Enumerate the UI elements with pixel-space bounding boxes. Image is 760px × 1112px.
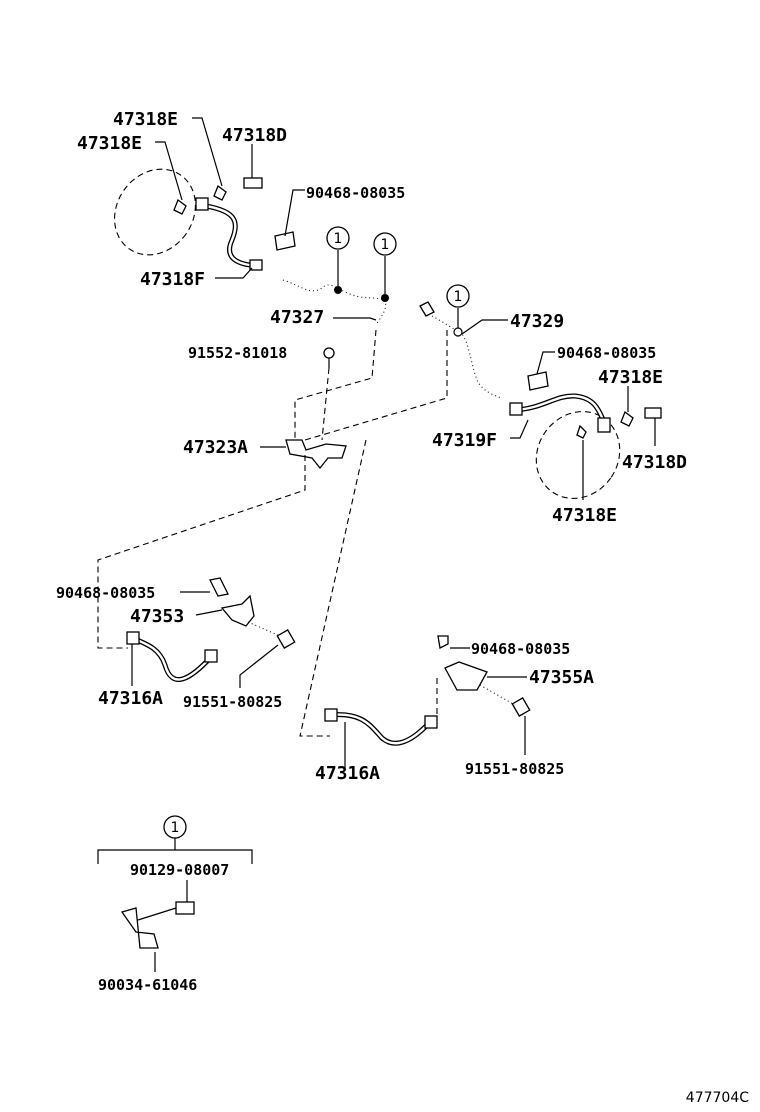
label-47318e-a: 47318E	[113, 109, 178, 130]
svg-text:1: 1	[381, 237, 390, 253]
hose-47319f	[512, 393, 609, 429]
clip-47318e-d	[576, 424, 587, 439]
label-47318d-a: 47318D	[222, 125, 287, 146]
left-front-brake-assembly	[114, 117, 305, 279]
fitting-left-b	[249, 259, 263, 271]
label-91551-b: 91551-80825	[465, 760, 564, 778]
label-47318d-b: 47318D	[622, 452, 687, 473]
clip-90468-right	[527, 371, 549, 391]
bolt-47318d	[243, 177, 263, 189]
label-47318e-d: 47318E	[552, 505, 617, 526]
clip-47318e-a	[173, 198, 187, 215]
bracket-47323a	[97, 439, 367, 737]
label-90034: 90034-61046	[98, 976, 197, 994]
bolt-91552	[323, 347, 335, 359]
brake-disc-outline-left	[114, 168, 196, 256]
bolt-90129	[175, 901, 195, 915]
bracket-47353	[220, 594, 255, 627]
callout-circle-1d: 1	[163, 815, 187, 839]
label-47323a: 47323A	[183, 437, 248, 458]
clip-90468-mid-right	[437, 635, 449, 649]
label-47316a-b: 47316A	[315, 763, 380, 784]
reference-code: 477704C	[686, 1090, 749, 1106]
svg-text:1: 1	[454, 289, 463, 305]
clip-47318e-c	[620, 410, 634, 427]
label-47318e-b: 47318E	[77, 133, 142, 154]
clip-90468-mid-left	[209, 577, 229, 597]
sensor-wire-assembly	[282, 250, 508, 441]
wire-clamp-b	[381, 294, 389, 302]
right-front-brake-assembly	[509, 351, 662, 500]
bolt-91551-right	[511, 697, 531, 717]
clip-90468-top	[274, 231, 296, 251]
callout-circle-1b: 1	[373, 232, 397, 256]
label-47316a-a: 47316A	[98, 688, 163, 709]
svg-text:1: 1	[171, 820, 180, 836]
label-91552: 91552-81018	[188, 344, 287, 362]
label-90468-b: 90468-08035	[557, 344, 656, 362]
clip-47318e-b	[213, 184, 227, 201]
bolt-47318d-right	[644, 407, 662, 419]
bracket-47355a	[444, 661, 488, 691]
brake-disc-outline-right	[535, 411, 621, 499]
callout-circle-1c: 1	[446, 284, 470, 308]
svg-text:1: 1	[334, 231, 343, 247]
label-47353: 47353	[130, 606, 184, 627]
hose-assembly-47316a-left	[126, 577, 296, 688]
fitting-left-a	[195, 197, 209, 211]
label-47318f: 47318F	[140, 269, 205, 290]
label-47355a: 47355A	[529, 667, 594, 688]
connector-47329	[419, 301, 435, 317]
callout-circle-1a: 1	[326, 226, 350, 250]
bolt-91551-left	[276, 629, 296, 649]
kit-assembly	[97, 838, 253, 972]
label-90468-c: 90468-08035	[56, 584, 155, 602]
label-90129: 90129-08007	[130, 861, 229, 879]
label-91551-a: 91551-80825	[183, 693, 282, 711]
wire-47329	[424, 311, 503, 399]
label-47319f: 47319F	[432, 430, 497, 451]
label-47318e-c: 47318E	[598, 367, 663, 388]
bracket-90034	[120, 907, 159, 949]
wire-clamp-a	[334, 286, 342, 294]
wire-47327	[282, 279, 387, 326]
label-90468-d: 90468-08035	[471, 640, 570, 658]
label-47329: 47329	[510, 311, 564, 332]
label-47327: 47327	[270, 307, 324, 328]
label-90468-a: 90468-08035	[306, 184, 405, 202]
hose-assembly-47316a-right	[324, 635, 531, 768]
